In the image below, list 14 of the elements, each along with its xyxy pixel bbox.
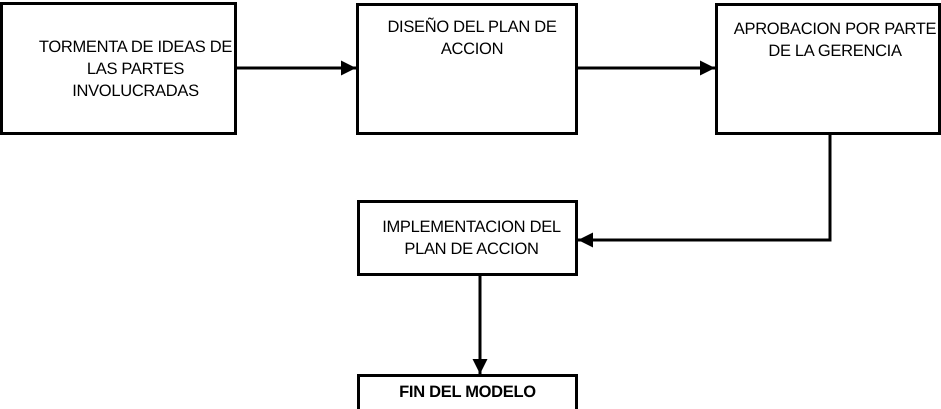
arrow [237, 60, 356, 76]
arrow [578, 135, 832, 248]
arrow [472, 276, 488, 374]
box-label: TORMENTA DE IDEAS DE LAS PARTES INVOLUCRADAS [38, 36, 234, 102]
process-box [357, 200, 578, 276]
box-label: DISEÑO DEL PLAN DE ACCION [386, 16, 558, 60]
process-box [0, 2, 237, 135]
arrow [578, 60, 715, 76]
box-label: FIN DEL MODELO [399, 382, 536, 403]
process-box [357, 374, 578, 409]
box-label: IMPLEMENTACION DEL PLAN DE ACCION [381, 217, 562, 260]
process-box [715, 3, 941, 135]
process-box [356, 3, 578, 135]
box-label: APROBACION POR PARTE DE LA GERENCIA [732, 19, 938, 62]
